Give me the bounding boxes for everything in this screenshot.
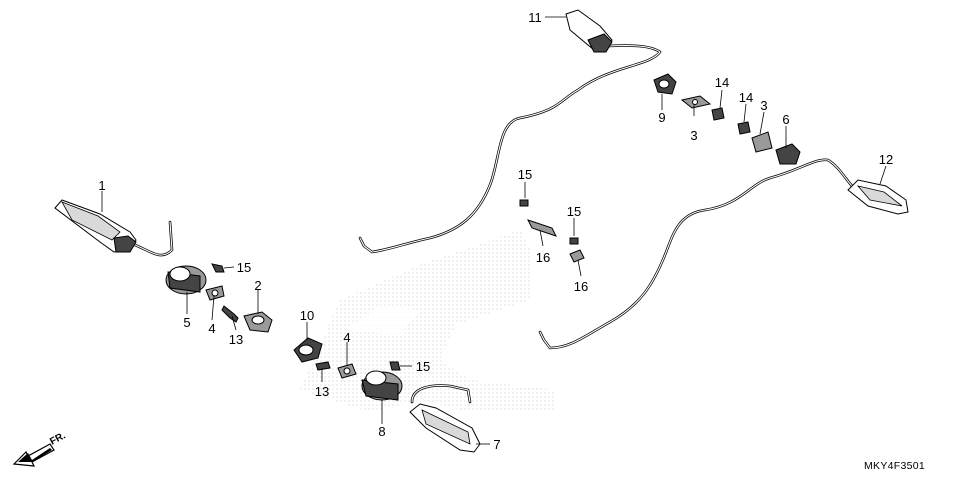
callout-10: 10 [300, 308, 314, 323]
callout-15-upper-right: 15 [567, 204, 581, 219]
rear-right-winker [847, 179, 909, 215]
screw-middle [315, 361, 331, 371]
callout-6: 6 [782, 112, 789, 127]
callout-8: 8 [378, 424, 385, 439]
callout-4-middle: 4 [343, 330, 350, 345]
callout-11: 11 [528, 10, 542, 25]
grommet-9 [653, 73, 677, 95]
plate-3-left [680, 95, 712, 109]
cable-rear-right [538, 158, 854, 350]
rear-left-winker [565, 9, 613, 53]
screw-left [221, 305, 239, 323]
clamp-16-lower [569, 249, 585, 263]
cable-front-right [410, 384, 472, 404]
clamp-16-upper [527, 219, 557, 237]
front-right-winker [409, 403, 481, 453]
bolt-14-right [737, 121, 751, 135]
front-left-winker [54, 199, 137, 253]
screw-15-upper-right [569, 237, 579, 245]
callout-3-right: 3 [760, 98, 767, 113]
callout-2: 2 [254, 278, 261, 293]
callout-5: 5 [183, 315, 190, 330]
direction-label: FR. [48, 430, 68, 447]
callout-15-middle: 15 [416, 359, 430, 374]
screw-15-left [211, 263, 225, 273]
diagram-code: MKY4F3501 [864, 460, 925, 472]
cable-front-left [128, 220, 174, 257]
callout-15-left: 15 [237, 260, 251, 275]
socket-holder-10 [293, 337, 323, 363]
arrow-icon [12, 443, 55, 467]
callout-labels: 1 2 3 3 4 4 5 6 7 8 9 10 11 12 13 13 14 … [98, 10, 893, 452]
callout-12: 12 [879, 152, 893, 167]
callout-14-right: 14 [739, 90, 753, 105]
collar-left [205, 285, 225, 301]
callout-1: 1 [98, 178, 105, 193]
bolt-14-left [711, 107, 725, 121]
callout-16-lower: 16 [574, 279, 588, 294]
plate-3-right [751, 131, 773, 153]
callout-16-upper: 16 [536, 250, 550, 265]
callout-13-left: 13 [229, 332, 243, 347]
callout-3-left: 3 [690, 128, 697, 143]
grommet-6 [775, 143, 801, 165]
stay-clamp [243, 311, 273, 333]
screw-15-upper-left [519, 199, 529, 207]
winker-socket-left [165, 265, 207, 295]
screw-15-middle [389, 361, 401, 371]
leader-lines [101, 16, 887, 445]
callout-4-left: 4 [208, 321, 215, 336]
front-direction-indicator: FR. [12, 430, 68, 467]
callout-9: 9 [658, 110, 665, 125]
callout-14-left: 14 [715, 75, 729, 90]
callout-7: 7 [493, 437, 500, 452]
watermark-shading [300, 230, 555, 412]
callout-13-middle: 13 [315, 384, 329, 399]
cable-rear-left [358, 44, 662, 254]
collar-middle [337, 363, 357, 379]
callout-15-upper-left: 15 [518, 167, 532, 182]
